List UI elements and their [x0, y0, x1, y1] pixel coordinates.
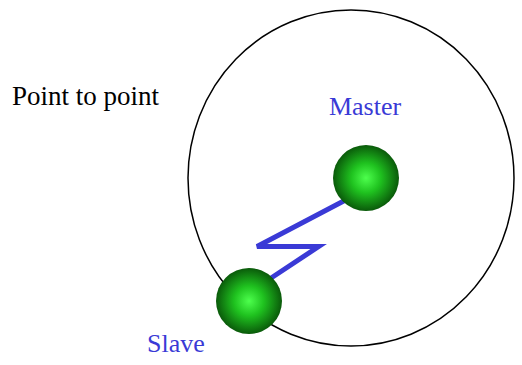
node-label: Master	[315, 92, 415, 122]
sphere-node: Slave	[140, 266, 282, 362]
sphere-shape	[333, 145, 399, 211]
sphere-node: Master	[315, 92, 415, 212]
node-label: Slave	[140, 329, 212, 359]
node-sphere	[332, 144, 400, 212]
sphere-shape	[216, 268, 282, 334]
diagram-caption-label: Point to point	[10, 80, 161, 112]
zigzag-link	[257, 200, 345, 278]
node-sphere	[215, 267, 283, 335]
range-circle	[188, 10, 514, 346]
